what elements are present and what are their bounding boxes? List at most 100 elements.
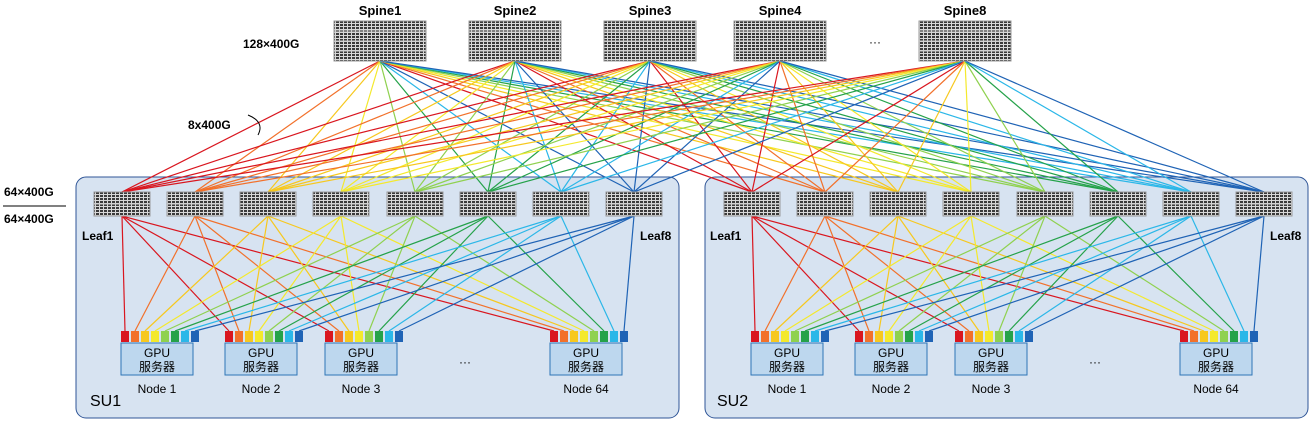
leaf-node-link [970,215,1215,332]
spine-leaf-link [487,60,781,193]
su2-leaf-last-label: Leaf8 [1270,229,1302,243]
gpu-node-label: Node 2 [242,382,281,396]
leaf-node-link [908,215,1119,332]
spine-leaf-link [649,60,1192,193]
spine-leaf-link [779,60,899,193]
spine-leaf-link [779,60,826,193]
spine-leaf-link [379,60,489,193]
leaf-switch-icon [532,191,590,217]
spine-leaf-link [379,60,1119,193]
spine-leaf-link [514,60,1119,193]
spine-leaf-link [379,60,562,193]
nic-port [1180,331,1188,342]
nic-port [171,331,179,342]
nic-port [550,331,558,342]
spine-leaf-link [649,60,972,193]
spine-leaf-link [964,60,1265,193]
leaf-switch-icon [723,191,781,217]
leaf-node-link [268,215,416,332]
spine-ellipsis: ··· [869,35,881,49]
spine-leaf-link [121,60,381,193]
spine-leaf-link [267,60,651,193]
leaf-node-link [134,215,196,332]
spine-leaf-link [824,60,966,193]
nic-port [131,331,139,342]
leaf-node-link [398,215,635,332]
spine-leaf-link [379,60,635,193]
leaf-switch-icon [1089,191,1147,217]
leaf-node-link [1253,215,1265,332]
leaf-node-link [898,215,1046,332]
nic-port [265,331,273,342]
leaf-node-link [1044,215,1225,332]
spine-switch-icon [733,20,827,62]
gpu-server-line1: GPU [144,346,170,360]
nic-port [395,331,403,342]
spine-leaf-link [121,60,516,193]
gpu-server-line2: 服务器 [873,359,909,374]
spine-leaf-link [194,60,516,193]
gpu-node-label: Node 1 [138,382,177,396]
nic-port [1025,331,1033,342]
spine-leaf-link [649,60,899,193]
leaf-node-link [194,215,240,332]
leaf-switch-icon [942,191,1000,217]
nic-port [385,331,393,342]
gpu-server-line2: 服务器 [243,359,279,374]
spine-leaf-link [514,60,562,193]
nic-port [345,331,353,342]
leaf-node-link [388,215,562,332]
leaf-node-link [623,215,635,332]
spine-leaf-link [340,60,381,193]
gpu-node-label: Node 1 [768,382,807,396]
leaf-node-link [487,215,605,332]
spine-leaf-link [779,60,1119,193]
spine-leaf-link [751,60,781,193]
leaf-node-link [121,215,230,332]
spine-leaf-link [779,60,972,193]
leaf-switch-icon [796,191,854,217]
nic-port [245,331,253,342]
nic-port [610,331,618,342]
spine-label-1: Spine1 [359,3,402,18]
nic-port [181,331,189,342]
nic-port [570,331,578,342]
spine-leaf-link [487,60,651,193]
nic-port [590,331,598,342]
leaf-node-link [121,215,555,332]
spine-leaf-link [514,60,972,193]
spine-label-4: Spine4 [759,3,802,18]
leaf-node-link [878,215,899,332]
spine-label-2: Spine2 [494,3,537,18]
spine-leaf-link [649,60,1046,193]
leaf-switch-icon [869,191,927,217]
leaf-node-link [751,215,860,332]
gpu-server-line2: 服务器 [568,359,604,374]
spine-leaf-link [194,60,651,193]
nic-port [560,331,568,342]
nic-port [855,331,863,342]
su2-name: SU2 [717,393,748,410]
nic-port [295,331,303,342]
spine-leaf-link [194,60,381,193]
spine-leaf-link [649,60,826,193]
spine-leaf-link [487,60,516,193]
spine-leaf-link [340,60,651,193]
spine-leaf-link [897,60,966,193]
gpu-server-line1: GPU [1203,346,1229,360]
su1-name: SU1 [90,393,121,410]
nic-port [235,331,243,342]
nic-port [620,331,628,342]
nic-port [1015,331,1023,342]
leaf-node-link [194,215,635,332]
leaf-node-link [824,215,1265,332]
nic-port [151,331,159,342]
leaf-node-link [774,215,899,332]
leaf-switch-icon [459,191,517,217]
spine-leaf-link [751,60,966,193]
leaf-node-link [340,215,585,332]
leaf-node-link [154,215,342,332]
leaf-node-link [814,215,1192,332]
leaf-node-link [368,215,416,332]
gpu-server-box [120,342,194,376]
